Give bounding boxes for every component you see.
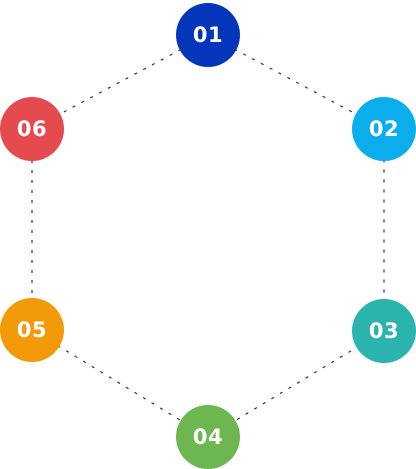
step-node-01: 01 [176,3,240,67]
step-number: 04 [192,425,224,449]
step-node-02: 02 [352,97,416,161]
step-node-03: 03 [352,299,416,363]
step-node-04: 04 [176,405,240,469]
step-number: 06 [16,117,48,141]
step-node-05: 05 [0,298,64,362]
step-node-06: 06 [0,97,64,161]
step-number: 05 [16,318,48,342]
step-number: 01 [192,23,224,47]
step-number: 02 [368,117,400,141]
step-number: 03 [368,319,400,343]
connector-path [31,34,385,438]
